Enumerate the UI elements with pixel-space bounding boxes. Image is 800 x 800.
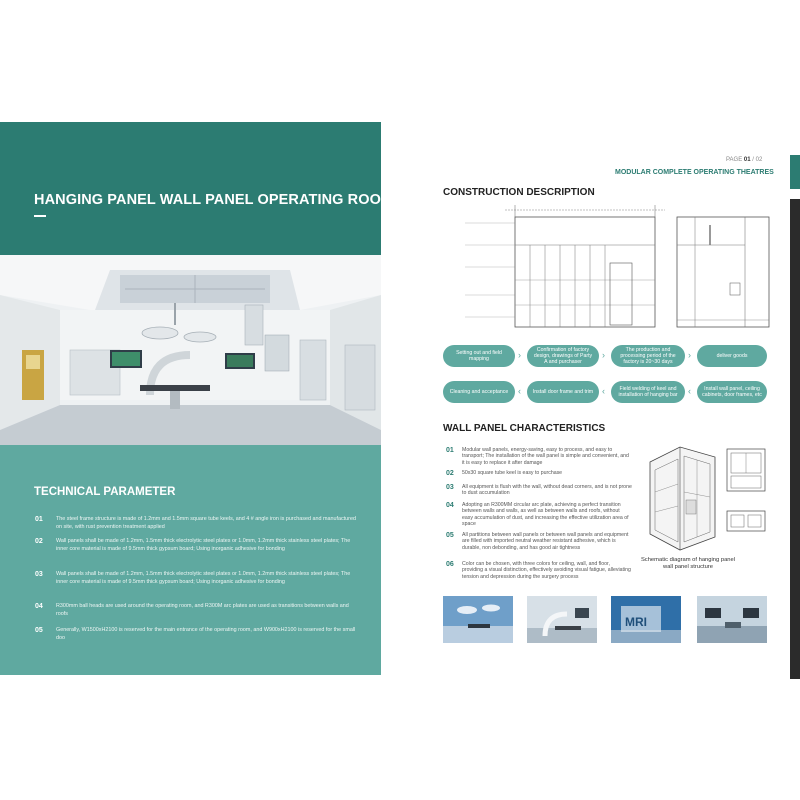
left-header-band xyxy=(0,122,381,255)
section-heading: MODULAR COMPLETE OPERATING THEATRES xyxy=(615,169,774,176)
svg-text:MRI: MRI xyxy=(625,615,647,629)
thumbnail-photo xyxy=(443,596,513,643)
characteristic-number: 06 xyxy=(446,561,454,568)
characteristic-number: 02 xyxy=(446,470,454,477)
param-number: 02 xyxy=(35,538,43,545)
param-number: 04 xyxy=(35,603,43,610)
process-step: Cleaning and acceptance xyxy=(443,381,515,403)
page-edge-bar xyxy=(790,199,800,679)
page-current: 01 xyxy=(743,157,751,163)
process-step: Setting out and field mapping xyxy=(443,345,515,367)
schematic-caption: Schematic diagram of hanging panel wall … xyxy=(640,557,736,570)
characteristic-number: 03 xyxy=(446,484,454,491)
arrow-right-icon: › xyxy=(688,350,691,360)
page-prefix: PAGE xyxy=(726,157,743,163)
param-text: Wall panels shall be made of 1.2mm, 1.5m… xyxy=(56,538,351,552)
arrow-left-icon: ‹ xyxy=(602,386,605,396)
arrow-right-icon: › xyxy=(518,350,521,360)
arrow-right-icon: › xyxy=(602,350,605,360)
characteristic-text: Adopting an R300MM circular arc plate, a… xyxy=(462,502,629,527)
technical-parameter-title: TECHNICAL PARAMETER xyxy=(34,486,176,498)
thumbnail-photo xyxy=(527,596,597,643)
characteristic-text: Color can be chosen, with three colors f… xyxy=(462,561,631,580)
arrow-left-icon: ‹ xyxy=(688,386,691,396)
construction-drawing xyxy=(445,205,775,335)
technical-panel xyxy=(0,445,381,675)
param-number: 03 xyxy=(35,571,43,578)
page-number: PAGE 01 / 02 xyxy=(726,157,762,163)
wall-panel-title: WALL PANEL CHARACTERISTICS xyxy=(443,423,606,434)
characteristic-text: Modular wall panels, energy-saving, easy… xyxy=(462,447,629,466)
param-number: 01 xyxy=(35,516,43,523)
process-step: The production and processing period of … xyxy=(611,345,685,367)
page-total: 02 xyxy=(755,157,763,163)
page-separator: / xyxy=(752,157,754,163)
process-step: deliver goods xyxy=(697,345,767,367)
process-step: Install wall panel, ceiling cabinets, do… xyxy=(697,381,767,403)
process-step: Confirmation of factory design, drawings… xyxy=(527,345,599,367)
param-text: Generally, W1500xH2100 is reserved for t… xyxy=(56,627,356,641)
characteristic-number: 04 xyxy=(446,502,454,509)
characteristic-number: 05 xyxy=(446,532,454,539)
process-step: Install door frame and trim xyxy=(527,381,599,403)
thumbnail-photo xyxy=(697,596,767,643)
arrow-left-icon: ‹ xyxy=(518,386,521,396)
wall-panel-section-detail xyxy=(726,510,766,532)
wall-panel-schematic xyxy=(649,446,716,551)
param-number: 05 xyxy=(35,627,43,634)
process-step: Field welding of keel and installation o… xyxy=(611,381,685,403)
page-title: HANGING PANEL WALL PANEL OPERATING ROOM xyxy=(34,192,394,208)
param-text: The steel frame structure is made of 1.2… xyxy=(56,516,356,530)
page-edge-tab xyxy=(790,155,800,189)
characteristic-text: 50x30 square tube keel is easy to purcha… xyxy=(462,470,563,476)
construction-title: CONSTRUCTION DESCRIPTION xyxy=(443,187,595,198)
param-text: R300mm ball heads are used around the op… xyxy=(56,603,349,617)
characteristic-number: 01 xyxy=(446,447,454,454)
characteristic-text: All partitions between wall panels or be… xyxy=(462,532,629,551)
title-underline xyxy=(34,215,46,217)
wall-panel-elevation xyxy=(726,448,766,492)
thumbnail-photo: MRI xyxy=(611,596,681,643)
characteristic-text: All equipment is flush with the wall, wi… xyxy=(462,484,632,497)
param-text: Wall panels shall be made of 1.2mm, 1.5m… xyxy=(56,571,351,585)
operating-room-photo xyxy=(0,255,381,445)
